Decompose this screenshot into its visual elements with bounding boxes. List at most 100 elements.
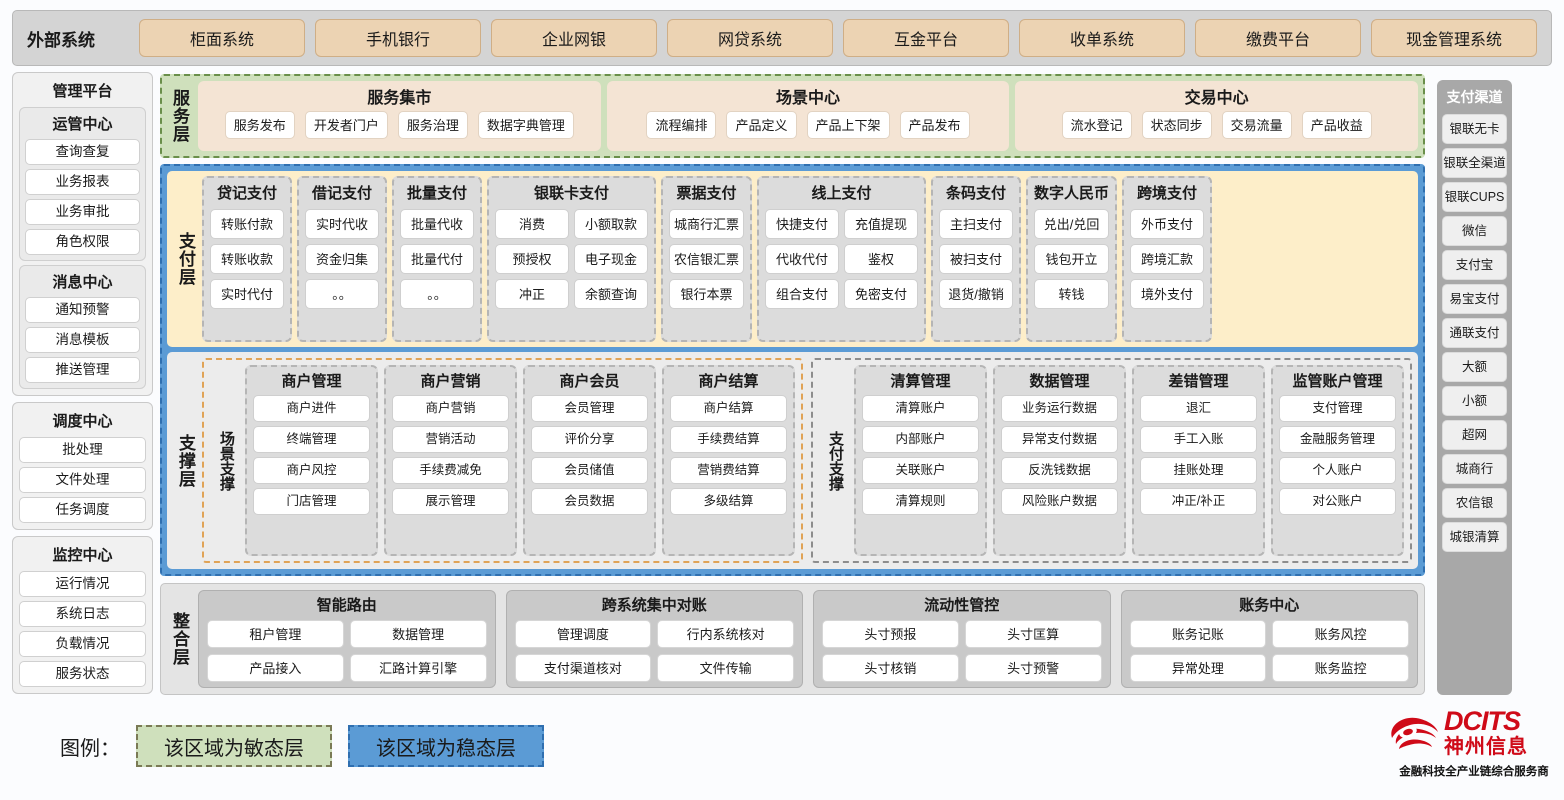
- payment-channel-item[interactable]: 易宝支付: [1442, 284, 1507, 314]
- support-item[interactable]: 反洗钱数据: [1001, 457, 1118, 484]
- payment-channel-item[interactable]: 通联支付: [1442, 318, 1507, 348]
- payment-item[interactable]: 电子现金: [574, 244, 648, 274]
- integration-item[interactable]: 头寸预警: [964, 654, 1102, 682]
- management-item[interactable]: 服务状态: [19, 661, 146, 687]
- payment-item[interactable]: 转钱: [1034, 279, 1110, 309]
- payment-item[interactable]: 免密支付: [844, 279, 919, 309]
- management-item[interactable]: 角色权限: [25, 229, 140, 255]
- support-item[interactable]: 退汇: [1140, 395, 1257, 422]
- payment-item[interactable]: 批量代收: [400, 209, 474, 239]
- support-item[interactable]: 清算账户: [862, 395, 979, 422]
- management-item[interactable]: 批处理: [19, 437, 146, 463]
- support-item[interactable]: 门店管理: [253, 488, 370, 515]
- service-item[interactable]: 状态同步: [1141, 111, 1212, 139]
- integration-item[interactable]: 产品接入: [207, 654, 344, 682]
- payment-item[interactable]: 代收代付: [765, 244, 840, 274]
- support-item[interactable]: 会员管理: [531, 395, 648, 422]
- payment-item[interactable]: 。。: [305, 279, 379, 309]
- payment-item[interactable]: 退货/撤销: [939, 279, 1014, 309]
- external-system-chip[interactable]: 互金平台: [843, 19, 1009, 57]
- service-item[interactable]: 产品发布: [899, 111, 970, 139]
- support-item[interactable]: 异常支付数据: [1001, 426, 1118, 453]
- payment-item[interactable]: 被扫支付: [939, 244, 1014, 274]
- payment-channel-item[interactable]: 城银清算: [1442, 522, 1507, 552]
- management-item[interactable]: 系统日志: [19, 601, 146, 627]
- payment-channel-item[interactable]: 支付宝: [1442, 250, 1507, 280]
- external-system-chip[interactable]: 缴费平台: [1195, 19, 1361, 57]
- support-item[interactable]: 评价分享: [531, 426, 648, 453]
- service-item[interactable]: 产品收益: [1301, 111, 1372, 139]
- external-system-chip[interactable]: 手机银行: [315, 19, 481, 57]
- external-system-chip[interactable]: 现金管理系统: [1371, 19, 1537, 57]
- integration-item[interactable]: 管理调度: [514, 620, 652, 648]
- support-item[interactable]: 会员储值: [531, 457, 648, 484]
- payment-item[interactable]: 。。: [400, 279, 474, 309]
- service-item[interactable]: 产品定义: [726, 111, 797, 139]
- support-item[interactable]: 商户结算: [670, 395, 787, 422]
- payment-item[interactable]: 农信银汇票: [669, 244, 745, 274]
- support-item[interactable]: 金融服务管理: [1279, 426, 1396, 453]
- payment-channel-item[interactable]: 微信: [1442, 216, 1507, 246]
- service-item[interactable]: 服务发布: [224, 111, 295, 139]
- payment-item[interactable]: 实时代付: [210, 279, 284, 309]
- support-item[interactable]: 挂账处理: [1140, 457, 1257, 484]
- external-system-chip[interactable]: 企业网银: [491, 19, 657, 57]
- payment-channel-item[interactable]: 农信银: [1442, 488, 1507, 518]
- integration-item[interactable]: 账务记账: [1129, 620, 1267, 648]
- service-item[interactable]: 开发者门户: [304, 111, 388, 139]
- support-item[interactable]: 关联账户: [862, 457, 979, 484]
- payment-item[interactable]: 小额取款: [574, 209, 648, 239]
- payment-item[interactable]: 资金归集: [305, 244, 379, 274]
- service-item[interactable]: 流水登记: [1061, 111, 1132, 139]
- integration-item[interactable]: 账务监控: [1272, 654, 1409, 682]
- management-item[interactable]: 任务调度: [19, 497, 146, 523]
- integration-item[interactable]: 账务风控: [1272, 620, 1409, 648]
- management-item[interactable]: 消息模板: [25, 327, 140, 353]
- support-item[interactable]: 支付管理: [1279, 395, 1396, 422]
- support-item[interactable]: 终端管理: [253, 426, 370, 453]
- payment-channel-item[interactable]: 城商行: [1442, 454, 1507, 484]
- support-item[interactable]: 冲正/补正: [1140, 488, 1257, 515]
- service-item[interactable]: 产品上下架: [806, 111, 890, 139]
- payment-item[interactable]: 预授权: [495, 244, 569, 274]
- integration-item[interactable]: 头寸核销: [822, 654, 959, 682]
- support-item[interactable]: 手续费结算: [670, 426, 787, 453]
- management-item[interactable]: 通知预警: [25, 297, 140, 323]
- payment-item[interactable]: 主扫支付: [939, 209, 1014, 239]
- integration-item[interactable]: 数据管理: [349, 620, 487, 648]
- support-item[interactable]: 会员数据: [531, 488, 648, 515]
- payment-item[interactable]: 余额查询: [574, 279, 648, 309]
- payment-item[interactable]: 钱包开立: [1034, 244, 1110, 274]
- integration-item[interactable]: 租户管理: [207, 620, 344, 648]
- payment-item[interactable]: 充值提现: [844, 209, 919, 239]
- payment-item[interactable]: 转账收款: [210, 244, 284, 274]
- integration-item[interactable]: 头寸预报: [822, 620, 959, 648]
- payment-item[interactable]: 组合支付: [765, 279, 840, 309]
- payment-channel-item[interactable]: 银联CUPS: [1442, 182, 1507, 212]
- payment-channel-item[interactable]: 超网: [1442, 420, 1507, 450]
- payment-channel-item[interactable]: 大额: [1442, 352, 1507, 382]
- support-item[interactable]: 风险账户数据: [1001, 488, 1118, 515]
- support-item[interactable]: 内部账户: [862, 426, 979, 453]
- service-item[interactable]: 数据字典管理: [477, 111, 574, 139]
- integration-item[interactable]: 头寸匡算: [964, 620, 1102, 648]
- service-item[interactable]: 流程编排: [646, 111, 717, 139]
- payment-item[interactable]: 境外支付: [1130, 279, 1205, 309]
- support-item[interactable]: 商户营销: [392, 395, 509, 422]
- integration-item[interactable]: 行内系统核对: [657, 620, 794, 648]
- support-item[interactable]: 展示管理: [392, 488, 509, 515]
- support-item[interactable]: 清算规则: [862, 488, 979, 515]
- management-item[interactable]: 负载情况: [19, 631, 146, 657]
- payment-item[interactable]: 银行本票: [669, 279, 745, 309]
- support-item[interactable]: 个人账户: [1279, 457, 1396, 484]
- payment-item[interactable]: 消费: [495, 209, 569, 239]
- payment-channel-item[interactable]: 银联无卡: [1442, 114, 1507, 144]
- external-system-chip[interactable]: 网贷系统: [667, 19, 833, 57]
- management-item[interactable]: 运行情况: [19, 571, 146, 597]
- payment-channel-item[interactable]: 小额: [1442, 386, 1507, 416]
- support-item[interactable]: 多级结算: [670, 488, 787, 515]
- payment-item[interactable]: 冲正: [495, 279, 569, 309]
- external-system-chip[interactable]: 柜面系统: [139, 19, 305, 57]
- management-item[interactable]: 业务报表: [25, 169, 140, 195]
- integration-item[interactable]: 文件传输: [657, 654, 794, 682]
